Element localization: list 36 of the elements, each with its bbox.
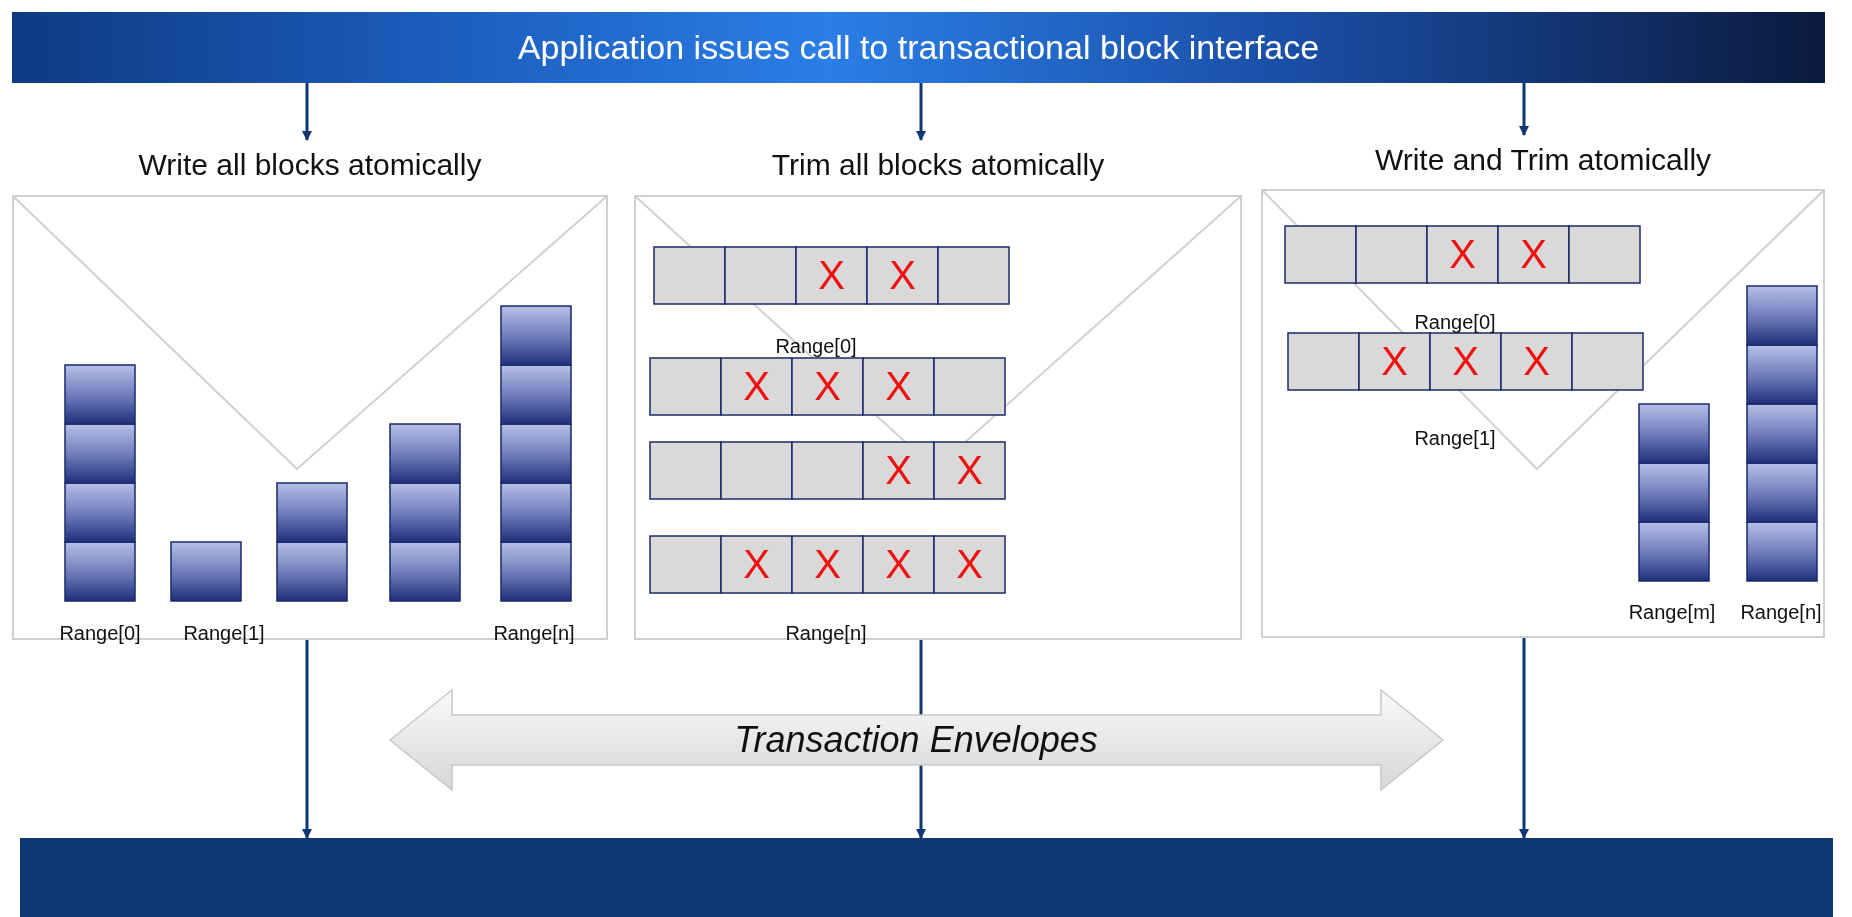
x-mark: X bbox=[888, 253, 917, 297]
x-mark: X bbox=[884, 364, 913, 408]
arrow bbox=[1519, 83, 1529, 136]
x-mark: X bbox=[813, 542, 842, 586]
range-label: Range[0] bbox=[58, 622, 142, 645]
range-label: Range[m] bbox=[1627, 601, 1717, 624]
panel-heading: Trim all blocks atomically bbox=[770, 148, 1106, 182]
x-mark: X bbox=[1380, 339, 1409, 383]
header-bar: Application issues call to transactional block interface bbox=[12, 12, 1825, 83]
range-label: Range[1] bbox=[1413, 427, 1497, 450]
x-mark: X bbox=[1448, 232, 1477, 276]
x-mark: X bbox=[884, 542, 913, 586]
panel-heading: Write all blocks atomically bbox=[137, 148, 483, 182]
x-mark: X bbox=[817, 253, 846, 297]
range-label: Range[n] bbox=[1739, 601, 1823, 624]
range-label: Range[0] bbox=[1413, 311, 1497, 334]
arrow bbox=[302, 640, 312, 839]
panel-heading: Write and Trim atomically bbox=[1373, 143, 1713, 177]
x-mark: X bbox=[742, 364, 771, 408]
x-mark: X bbox=[1519, 232, 1548, 276]
range-label: Range[n] bbox=[492, 622, 576, 645]
x-mark: X bbox=[742, 542, 771, 586]
arrow-label: Transaction Envelopes bbox=[733, 718, 1099, 762]
x-mark: X bbox=[1522, 339, 1551, 383]
footer-bar bbox=[20, 838, 1833, 917]
x-mark: X bbox=[813, 364, 842, 408]
x-mark: X bbox=[955, 542, 984, 586]
range-label: Range[1] bbox=[182, 622, 266, 645]
x-mark: X bbox=[955, 448, 984, 492]
x-mark: X bbox=[884, 448, 913, 492]
range-label: Range[n] bbox=[784, 622, 868, 645]
arrow bbox=[1519, 638, 1529, 839]
arrow bbox=[302, 83, 312, 141]
x-mark: X bbox=[1451, 339, 1480, 383]
arrow bbox=[916, 83, 926, 141]
range-label: Range[0] bbox=[774, 335, 858, 358]
